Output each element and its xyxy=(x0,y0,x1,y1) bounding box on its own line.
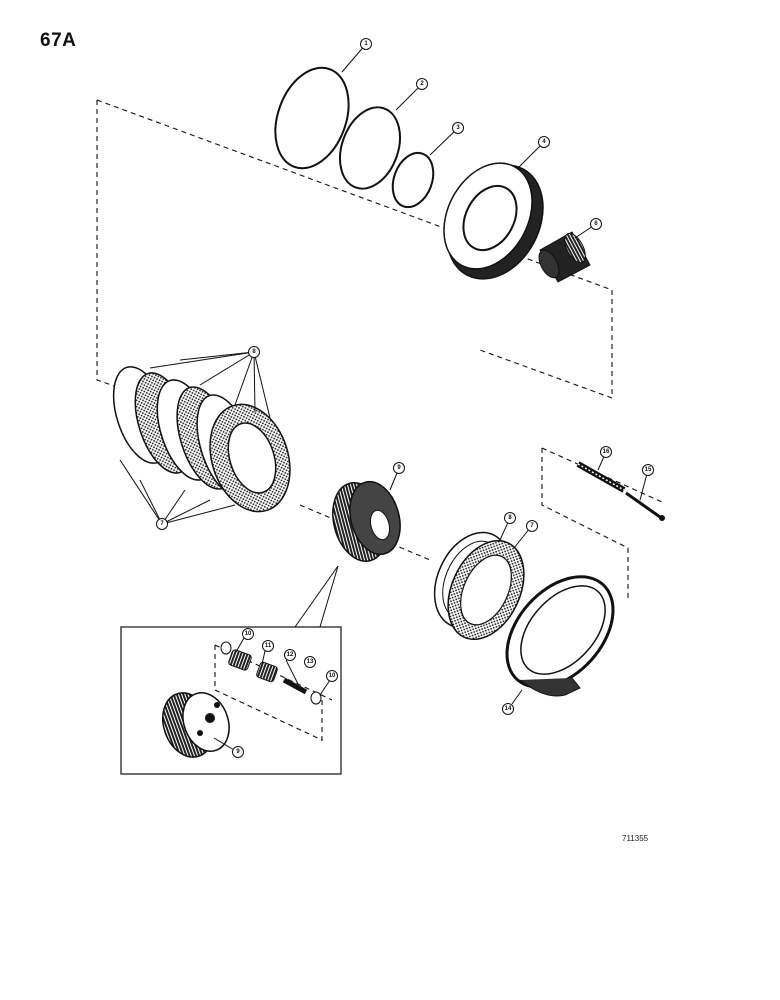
planet-carrier xyxy=(332,480,401,562)
detail-inset xyxy=(120,565,342,775)
callout-4: 4 xyxy=(538,136,550,148)
svg-text:13: 13 xyxy=(307,659,314,665)
svg-text:9: 9 xyxy=(397,465,401,471)
callout-10-top: 10 xyxy=(242,628,254,640)
callout-7-lower: 7 xyxy=(526,520,538,532)
bolt xyxy=(625,491,665,521)
svg-text:7: 7 xyxy=(160,521,164,527)
callout-15: 15 xyxy=(642,464,654,476)
brake-band xyxy=(505,575,615,697)
svg-text:1: 1 xyxy=(364,41,368,47)
callout-2: 2 xyxy=(416,78,428,90)
callout-8-lower: 8 xyxy=(504,512,516,524)
callout-11: 11 xyxy=(262,640,274,652)
callout-10-bottom: 10 xyxy=(326,670,338,682)
svg-text:6: 6 xyxy=(594,221,598,227)
svg-text:4: 4 xyxy=(542,139,546,145)
svg-text:8: 8 xyxy=(508,515,512,521)
svg-text:14: 14 xyxy=(505,706,512,712)
callout-9-inset: 9 xyxy=(232,746,244,758)
callout-13: 13 xyxy=(304,656,316,668)
svg-text:2: 2 xyxy=(420,81,424,87)
svg-text:16: 16 xyxy=(603,449,610,455)
svg-text:8: 8 xyxy=(252,349,256,355)
callout-1: 1 xyxy=(360,38,372,50)
snap-ring-large xyxy=(274,66,350,170)
page-number: 67A xyxy=(40,30,77,51)
callout-6: 6 xyxy=(590,218,602,230)
svg-text:7: 7 xyxy=(530,523,534,529)
clutch-pack xyxy=(112,366,291,513)
pin xyxy=(576,461,626,493)
svg-text:10: 10 xyxy=(329,673,336,679)
callout-12: 12 xyxy=(284,649,296,661)
callout-16: 16 xyxy=(600,446,612,458)
svg-text:3: 3 xyxy=(456,125,460,131)
leader-lines xyxy=(119,43,649,751)
drawing-number: 711355 xyxy=(622,834,649,843)
callout-7-upper: 7 xyxy=(156,518,168,530)
svg-text:10: 10 xyxy=(245,631,252,637)
piston xyxy=(443,162,544,280)
snap-ring-small xyxy=(391,151,435,209)
svg-text:9: 9 xyxy=(236,749,240,755)
splined-hub xyxy=(538,231,591,283)
svg-text:15: 15 xyxy=(645,467,652,473)
friction-disc-lower xyxy=(447,539,525,641)
snap-ring-medium xyxy=(339,106,401,190)
callout-9-upper: 9 xyxy=(393,462,405,474)
callout-3: 3 xyxy=(452,122,464,134)
callout-14: 14 xyxy=(502,703,514,715)
svg-text:11: 11 xyxy=(265,643,272,649)
svg-text:12: 12 xyxy=(287,652,294,658)
callout-8-upper: 8 xyxy=(248,346,260,358)
